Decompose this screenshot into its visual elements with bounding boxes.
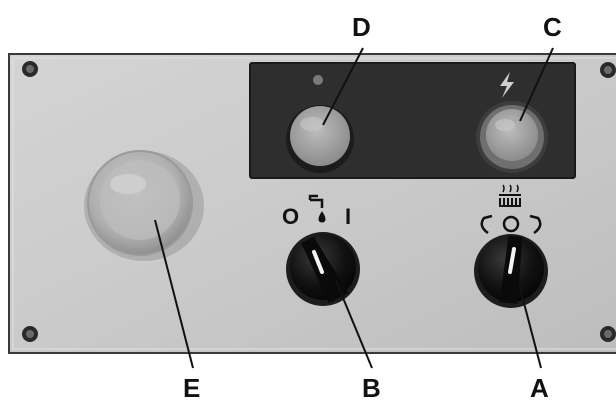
- off-symbol: O: [282, 204, 299, 229]
- pushbutton-c[interactable]: [476, 101, 548, 173]
- screw-bottom-left-icon: [22, 326, 38, 342]
- emergency-stop-button[interactable]: [84, 150, 204, 261]
- screw-bottom-right-icon: [600, 326, 616, 342]
- selector-switch-a[interactable]: [474, 234, 548, 308]
- lightning-bolt-icon: [500, 72, 514, 98]
- leader-line-b: [335, 280, 373, 369]
- coolant-pump-icon: [308, 194, 326, 223]
- leader-line-e: [154, 219, 194, 369]
- callout-c: C: [543, 12, 562, 42]
- screw-top-right-icon: [600, 62, 616, 78]
- callout-a: A: [530, 373, 549, 403]
- leader-line-a: [518, 283, 542, 369]
- callout-b: B: [362, 373, 381, 403]
- pilot-lamp-icon: [313, 75, 323, 85]
- panel-inner-edge: [12, 57, 616, 350]
- pushbutton-d[interactable]: [286, 105, 354, 173]
- callout-e: E: [183, 373, 201, 403]
- screw-top-left-icon: [22, 61, 38, 77]
- leader-line-d: [322, 47, 364, 126]
- rotation-arrows-icon: [480, 214, 542, 235]
- heater-icon: [499, 184, 521, 207]
- on-symbol: I: [345, 204, 351, 229]
- selector-switch-b[interactable]: [286, 232, 360, 306]
- leader-line-c: [519, 47, 554, 122]
- callout-d: D: [352, 12, 371, 42]
